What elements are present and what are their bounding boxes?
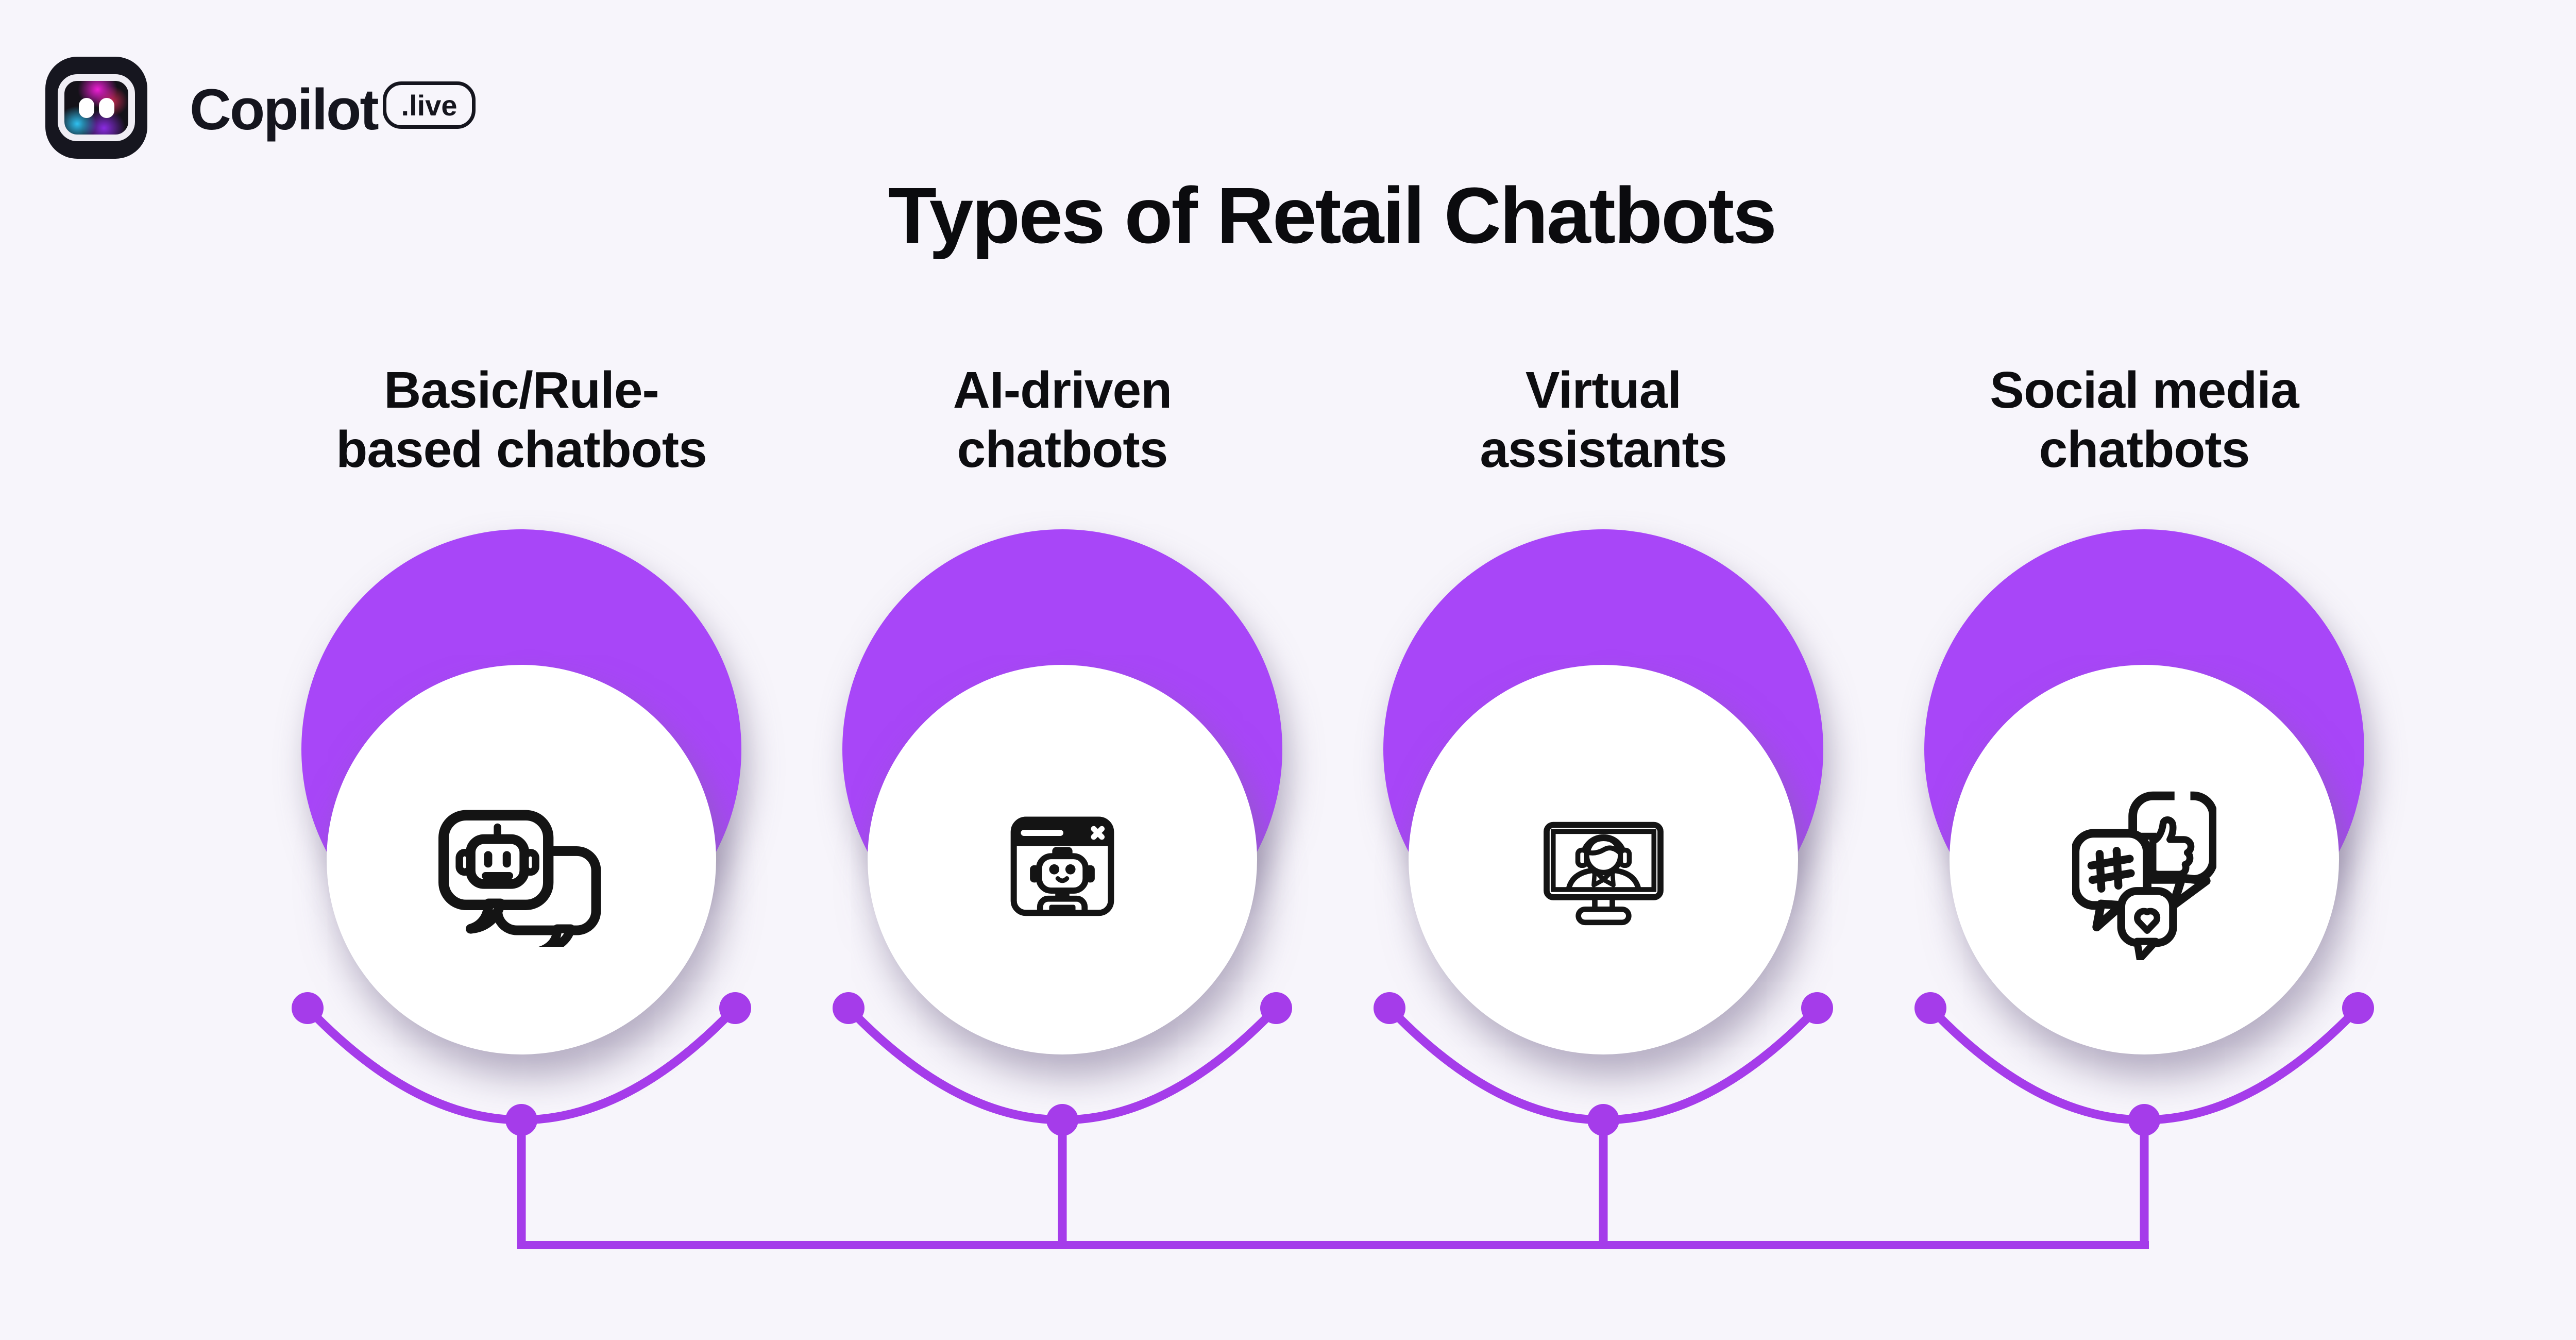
- connector-dot-left: [292, 992, 324, 1024]
- module-heading: AI-driven chatbots: [784, 361, 1341, 479]
- brand-logo: Copilot .live: [45, 57, 488, 165]
- connector-stem: [517, 1120, 526, 1249]
- heading-line-2: based chatbots: [336, 421, 707, 478]
- connector-stem: [1058, 1120, 1067, 1249]
- copilot-logo-icon: [45, 57, 147, 159]
- logo-ring: [58, 74, 135, 141]
- connector-bus-line: [517, 1241, 2149, 1249]
- module-ai-driven: AI-driven chatbots: [784, 309, 1341, 1319]
- connector-curve: [833, 992, 1292, 1249]
- heading-line-2: chatbots: [2039, 421, 2250, 478]
- heading-line-1: AI-driven: [953, 361, 1172, 419]
- browser-robot-icon: [1010, 816, 1114, 916]
- module-social-media: Social media chatbots: [1866, 309, 2422, 1319]
- heading-line-1: Virtual: [1525, 361, 1682, 419]
- module-heading: Basic/Rule- based chatbots: [243, 361, 800, 479]
- connector-dot-right: [2342, 992, 2374, 1024]
- heading-line-1: Social media: [1990, 361, 2299, 419]
- brand-name: Copilot: [190, 77, 379, 142]
- connector-dot-left: [1914, 992, 1946, 1024]
- module-heading: Virtual assistants: [1325, 361, 1882, 479]
- connector-dot-left: [833, 992, 865, 1024]
- connector-curve: [1374, 992, 1833, 1249]
- module-basic-rule-based: Basic/Rule- based chatbots: [243, 309, 800, 1319]
- connector-curve: [292, 992, 751, 1249]
- heading-line-1: Basic/Rule-: [384, 361, 659, 419]
- logo-pupil-left: [78, 97, 94, 118]
- module-heading: Social media chatbots: [1866, 361, 2422, 479]
- connector-dot-right: [1801, 992, 1833, 1024]
- connector-stem: [2140, 1120, 2149, 1249]
- connector-curve: [1914, 992, 2374, 1249]
- connector-stem: [1599, 1120, 1608, 1249]
- connector-dot-right: [1260, 992, 1292, 1024]
- module-virtual-assistants: Virtual assistants: [1325, 309, 1882, 1319]
- logo-pupil-right: [98, 97, 114, 118]
- connector-dot-left: [1374, 992, 1405, 1024]
- monitor-support-agent-icon: [1544, 822, 1664, 926]
- logo-pupils: [64, 81, 128, 135]
- robot-chat-bubbles-icon: [438, 810, 601, 947]
- heading-line-2: assistants: [1480, 421, 1727, 478]
- social-media-bubbles-icon: [2072, 790, 2216, 960]
- connector-dot-right: [719, 992, 751, 1024]
- page-title: Types of Retail Chatbots: [888, 171, 1777, 260]
- brand-badge-live: .live: [383, 81, 476, 129]
- heading-line-2: chatbots: [957, 421, 1168, 478]
